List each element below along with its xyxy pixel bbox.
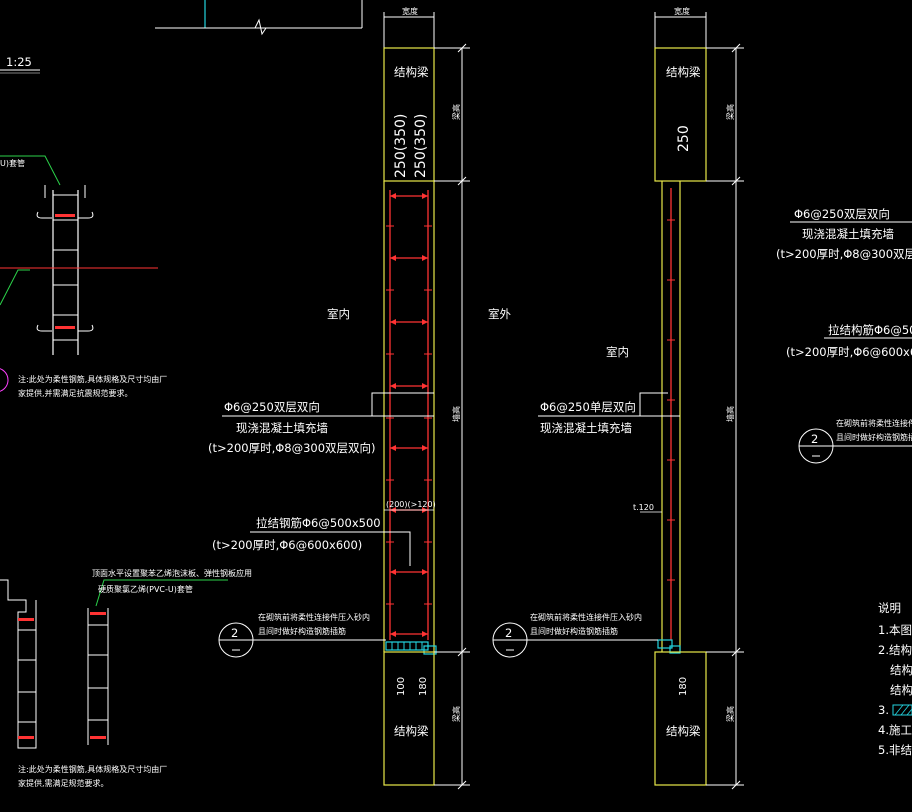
spacing-mid: t.120 (633, 503, 654, 512)
right-rebar-2: 现浇混凝土填充墙 (802, 227, 894, 241)
right-tie-1: 拉结构筋Φ6@500x5 (828, 323, 912, 337)
note-1: 1.本图为 (878, 623, 912, 637)
note-5: 3. (878, 703, 889, 717)
top-dim-a: 宽度 (402, 6, 418, 16)
top-dim-b: 宽度 (674, 6, 690, 16)
indoor-label-b: 室内 (606, 345, 629, 359)
rebar-mid-1: Φ6@250单层双向 (540, 400, 636, 414)
tie-left-1: 拉结钢筋Φ6@500x500 (256, 516, 381, 530)
note-4: 结构柱 (890, 683, 912, 697)
right-callout-note-2: 且间时做好构造钢筋插筋 (836, 432, 912, 442)
left-note-bot-2: 家提供,需满足规范要求。 (18, 778, 109, 788)
top-beam-a (383, 47, 435, 182)
rebar-left-3: (t>200厚时,Φ8@300双层双向) (208, 441, 376, 455)
top-fragment (155, 0, 363, 36)
side-dim-a1: 梁高 (451, 104, 461, 120)
bottom-beam-b (654, 651, 707, 786)
note-7: 5.非结构 (878, 743, 912, 757)
outdoor-label: 室外 (488, 307, 511, 321)
pvc-label-1: 顶面水平设置聚苯乙烯泡沫板、弹性钢板应用 (92, 568, 252, 578)
bottom-dim-b: 180 (678, 677, 689, 696)
pvc-label-2: 硬质聚氯乙烯(PVC-U)套管 (98, 584, 193, 594)
side-dim-b1: 梁高 (725, 104, 735, 120)
rebar-left-1: Φ6@250双层双向 (224, 400, 320, 414)
right-fragment: Φ6@250双层双向 现浇混凝土填充墙 (t>200厚时,Φ8@300双层双向)… (776, 207, 912, 757)
side-dim-b2: 墙高 (725, 406, 735, 422)
note-6: 4.施工时 (878, 723, 912, 737)
note-2: 2.结构柱 (878, 643, 912, 657)
beam-label-a-top: 结构梁 (394, 65, 429, 79)
rebar-mid-2: 现浇混凝土填充墙 (540, 421, 632, 435)
left-note-top-2: 家提供,并需满足抗震规范要求。 (18, 388, 133, 398)
beam-height-b: 250 (676, 125, 692, 152)
beam-label-b-top: 结构梁 (666, 65, 701, 79)
tie-left-2: (t>200厚时,Φ6@600x600) (212, 538, 362, 552)
notes-title: 说明 (878, 601, 901, 615)
note-3: 结构柱 (890, 663, 912, 677)
bottom-dim-a2: 180 (418, 677, 429, 696)
note-bottom-b2: 且间时做好构造钢筋插筋 (530, 626, 618, 636)
left-lower-ladder-detail: 顶面水平设置聚苯乙烯泡沫板、弹性钢板应用 硬质聚氯乙烯(PVC-U)套管 注:此… (0, 568, 252, 788)
side-dim-a3: 梁高 (451, 706, 461, 722)
side-dim-b3: 梁高 (725, 706, 735, 722)
indoor-label-a: 室内 (327, 307, 350, 321)
beam-label-a-bottom: 结构梁 (394, 724, 429, 738)
scale-label: 1:25 (6, 55, 32, 69)
right-tie-2: (t>200厚时,Φ6@600x600 (786, 345, 912, 359)
pvc-label-top: U)套管 (0, 158, 25, 168)
spacing-left: (200)(>120) (386, 500, 436, 509)
right-callout-note-1: 在砌筑前将柔性连接件压入 (836, 418, 912, 428)
left-upper-ladder-detail: U)套管 注:此处为柔性钢筋,具体规格及尺寸均由厂 家提供,并需满足抗震规范要求… (0, 155, 167, 398)
left-note-bot-1: 注:此处为柔性钢筋,具体规格及尺寸均由厂 (18, 764, 167, 774)
wall-section-b: 宽度 结构梁 250 180 结构梁 (492, 6, 744, 790)
callout-b: 2 (505, 626, 512, 640)
callout-c: 2 (811, 432, 818, 446)
beam-label-b-bottom: 结构梁 (666, 724, 701, 738)
note-bottom-a2: 且间时做好构造钢筋插筋 (258, 626, 346, 636)
wall-section-a: 宽度 结构梁 250(350) 250(350) (208, 6, 511, 790)
right-rebar-3: (t>200厚时,Φ8@300双层双向) (776, 247, 912, 261)
callout-a: 2 (231, 626, 238, 640)
right-rebar-1: Φ6@250双层双向 (794, 207, 890, 221)
side-dim-a2: 墙高 (451, 406, 461, 422)
tie-bars-a (390, 195, 428, 635)
beam-height-a2: 250(350) (413, 114, 429, 178)
note-bottom-a1: 在砌筑前将柔性连接件压入砂内 (258, 612, 370, 622)
beam-height-a1: 250(350) (393, 114, 409, 178)
left-scale-label: 1:25 (0, 55, 40, 74)
bottom-beam-a (383, 651, 435, 786)
rebar-left-2: 现浇混凝土填充墙 (236, 421, 328, 435)
note-bottom-b1: 在砌筑前将柔性连接件压入砂内 (530, 612, 642, 622)
left-note-top-1: 注:此处为柔性钢筋,具体规格及尺寸均由厂 (18, 374, 167, 384)
bottom-dim-a1: 100 (396, 677, 407, 696)
